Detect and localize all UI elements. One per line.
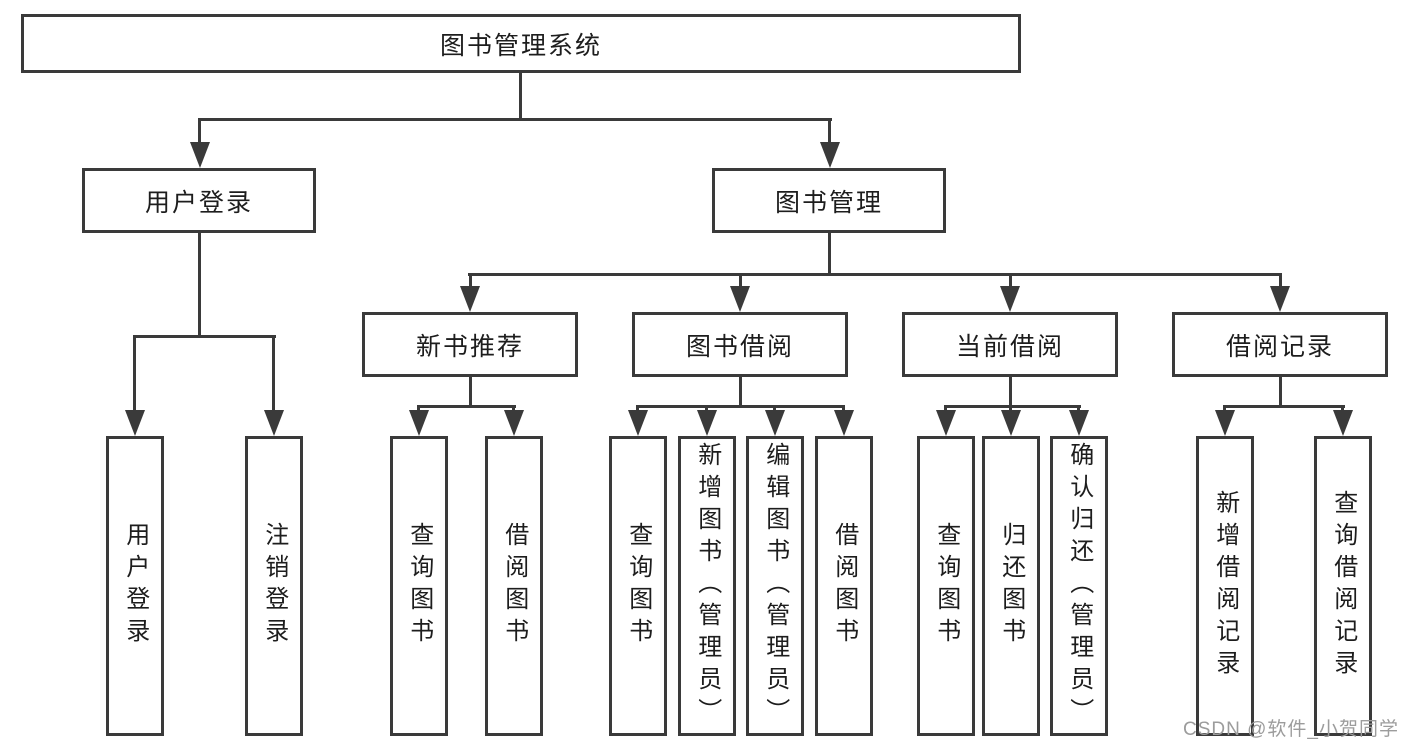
arrowhead-down xyxy=(1069,410,1089,436)
arrowhead-down xyxy=(628,410,648,436)
csdn-watermark: CSDN @软件_小贺同学 xyxy=(1183,719,1399,740)
node-leaf-query-book-3: 查询图书 xyxy=(917,436,975,736)
node-book-management: 图书管理 xyxy=(712,168,946,233)
node-leaf-query-book-2: 查询图书 xyxy=(609,436,667,736)
connector-branch-recommend xyxy=(417,405,516,408)
node-leaf-query-book-1: 查询图书 xyxy=(390,436,448,736)
arrowhead-down xyxy=(1001,410,1021,436)
connector-stem xyxy=(1279,273,1282,291)
connector-branch-level1 xyxy=(198,118,832,121)
node-leaf-confirm-return-admin: 确认归还（管理员） xyxy=(1050,436,1108,736)
connector-drop xyxy=(1279,374,1282,406)
arrowhead-down xyxy=(765,410,785,436)
connector-branch-records xyxy=(1223,405,1345,408)
arrowhead-down xyxy=(936,410,956,436)
connector-stem xyxy=(469,273,472,291)
node-leaf-borrow-book-2: 借阅图书 xyxy=(815,436,873,736)
arrowhead-down xyxy=(697,410,717,436)
arrowhead-down xyxy=(504,410,524,436)
node-new-book-recommend: 新书推荐 xyxy=(362,312,578,377)
arrowhead-down xyxy=(1000,286,1020,312)
arrowhead-down xyxy=(125,410,145,436)
arrowhead-down xyxy=(460,286,480,312)
node-leaf-return-book: 归还图书 xyxy=(982,436,1040,736)
connector-drop xyxy=(469,374,472,406)
connector-stem xyxy=(133,335,136,413)
node-root: 图书管理系统 xyxy=(21,14,1021,73)
node-leaf-logout: 注销登录 xyxy=(245,436,303,736)
arrowhead-down xyxy=(834,410,854,436)
connector-branch-borrowing xyxy=(636,405,845,408)
connector-branch-current xyxy=(944,405,1081,408)
node-leaf-edit-book-admin: 编辑图书（管理员） xyxy=(746,436,804,736)
arrowhead-down xyxy=(820,142,840,168)
arrowhead-down xyxy=(730,286,750,312)
connector-stem xyxy=(739,273,742,291)
connector-user-login-drop xyxy=(198,231,201,336)
connector-branch-user-login xyxy=(133,335,276,338)
connector-stem-book-management xyxy=(828,118,831,148)
arrowhead-down xyxy=(264,410,284,436)
connector-drop xyxy=(1009,374,1012,406)
connector-branch-level2 xyxy=(468,273,1282,276)
arrowhead-down xyxy=(190,142,210,168)
connector-stem xyxy=(272,335,275,413)
arrowhead-down xyxy=(1333,410,1353,436)
connector-drop xyxy=(739,374,742,406)
arrowhead-down xyxy=(1270,286,1290,312)
connector-book-management-drop xyxy=(828,231,831,276)
arrowhead-down xyxy=(1215,410,1235,436)
arrowhead-down xyxy=(409,410,429,436)
node-user-login: 用户登录 xyxy=(82,168,316,233)
node-book-borrowing: 图书借阅 xyxy=(632,312,848,377)
connector-stem-user-login xyxy=(198,118,201,148)
connector-root-drop xyxy=(519,71,522,120)
node-leaf-add-book-admin: 新增图书（管理员） xyxy=(678,436,736,736)
node-leaf-user-login: 用户登录 xyxy=(106,436,164,736)
connector-stem xyxy=(1009,273,1012,291)
node-current-borrowing: 当前借阅 xyxy=(902,312,1118,377)
node-leaf-query-borrow-record: 查询借阅记录 xyxy=(1314,436,1372,736)
node-leaf-add-borrow-record: 新增借阅记录 xyxy=(1196,436,1254,736)
node-borrowing-records: 借阅记录 xyxy=(1172,312,1388,377)
node-leaf-borrow-book-1: 借阅图书 xyxy=(485,436,543,736)
